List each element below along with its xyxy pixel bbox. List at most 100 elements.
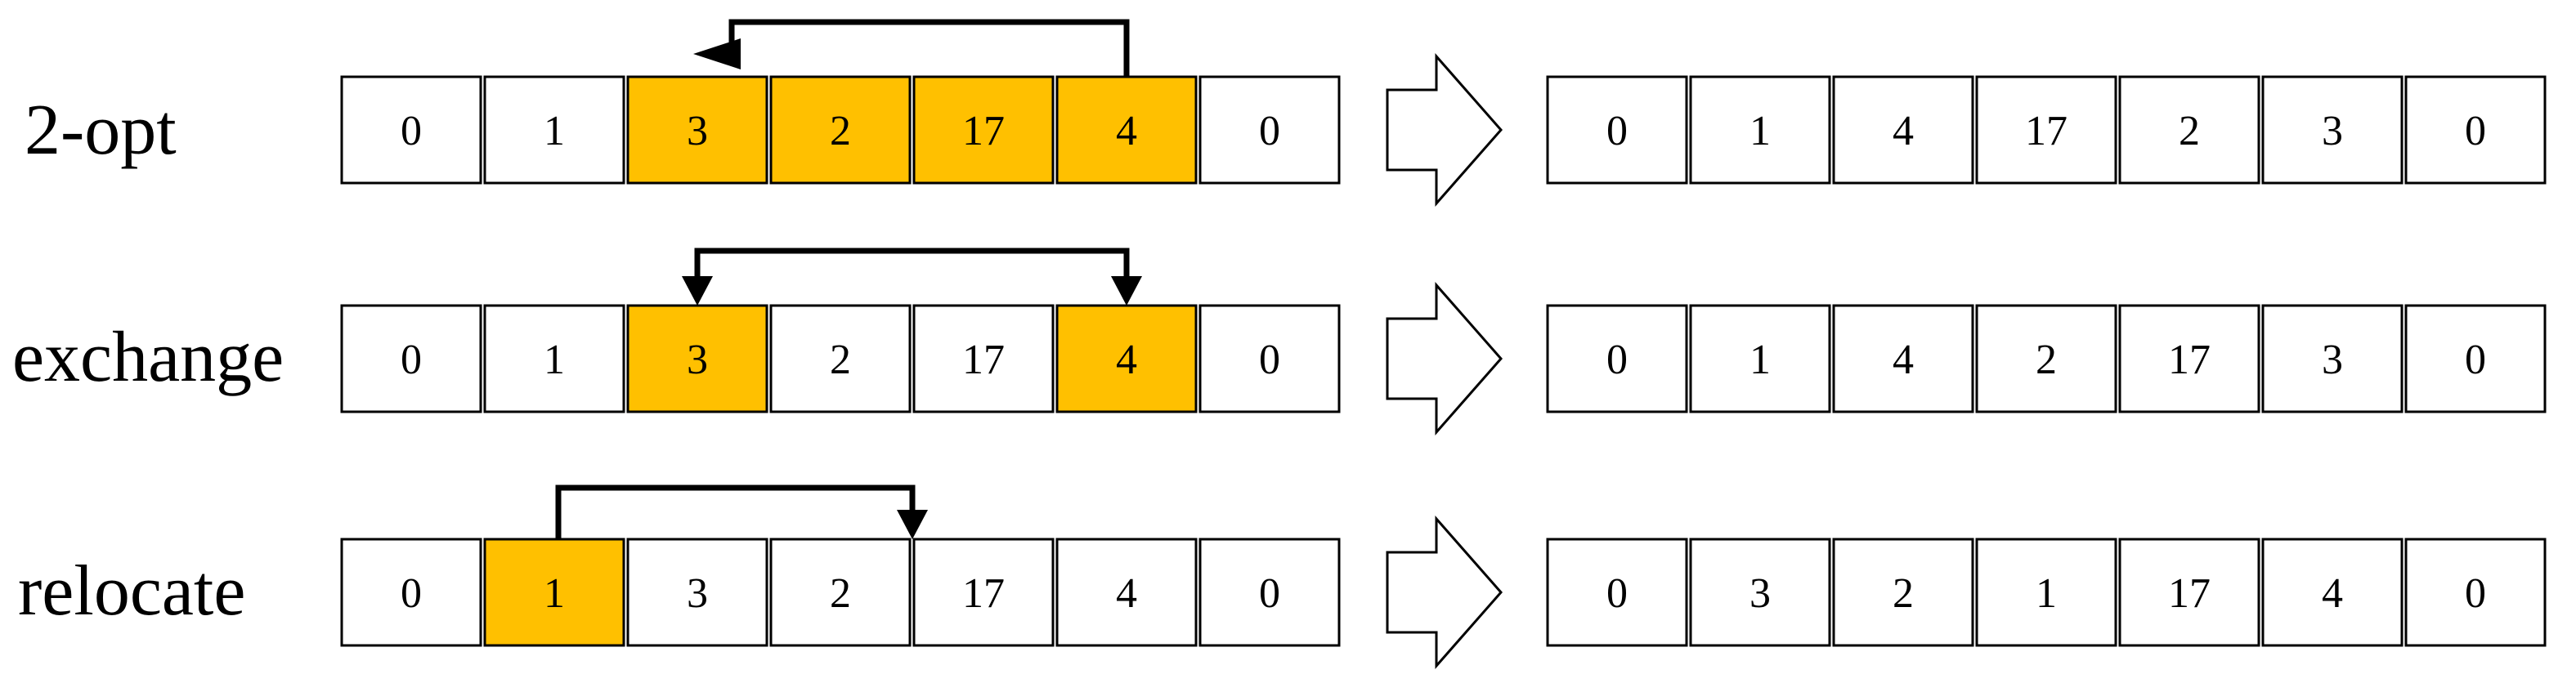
cell-value: 2: [1893, 570, 1914, 617]
sequence-cell: 3: [1689, 538, 1831, 647]
cell-box: [912, 538, 1055, 647]
cell-value: 17: [962, 570, 1005, 617]
sequence-cell: 0: [1546, 304, 1688, 413]
cell-box: [1975, 75, 2117, 185]
reverse-segment-arrow-icon: [693, 19, 1130, 77]
right-block-arrow-icon: [1386, 516, 1503, 669]
sequence-cell: 17: [912, 538, 1055, 647]
cell-box: [2404, 304, 2547, 413]
cell-box: [483, 538, 625, 647]
cell-value: 3: [687, 337, 708, 383]
sequence-cell: 0: [1198, 75, 1341, 185]
sequence-cell: 1: [1975, 538, 2117, 647]
cell-box: [340, 304, 482, 413]
cell-box: [912, 75, 1055, 185]
cell-value: 0: [1259, 570, 1280, 617]
cell-box: [1689, 304, 1831, 413]
sequence-cell: 0: [340, 304, 482, 413]
cell-value: 4: [1893, 108, 1914, 154]
sequence-cell: 2: [2118, 75, 2260, 185]
cell-value: 0: [401, 337, 422, 383]
cell-value: 1: [544, 570, 565, 617]
cell-value: 3: [687, 108, 708, 154]
cell-value: 3: [687, 570, 708, 617]
cell-box: [1975, 304, 2117, 413]
cell-box: [1546, 75, 1688, 185]
row-relocate: relocate 0 1 3 2 17 4 0 0 3 2 1 17 4 0: [18, 484, 2547, 669]
sequence-cell: 3: [626, 75, 768, 185]
cell-value: 17: [962, 108, 1005, 154]
cell-value: 3: [2322, 337, 2343, 383]
right-block-arrow-icon: [1386, 53, 1503, 207]
after-sequence-2opt: 0 1 4 17 2 3 0: [1546, 75, 2547, 185]
sequence-cell: 17: [2118, 304, 2260, 413]
sequence-cell: 1: [483, 304, 625, 413]
cell-value: 2: [830, 570, 851, 617]
cell-box: [2261, 304, 2404, 413]
sequence-cell: 1: [1689, 304, 1831, 413]
cell-value: 17: [2025, 108, 2068, 154]
cell-box: [1198, 538, 1341, 647]
sequence-cell: 0: [1546, 75, 1688, 185]
cell-box: [769, 75, 912, 185]
sequence-cell: 1: [483, 75, 625, 185]
cell-box: [1689, 538, 1831, 647]
cell-value: 17: [962, 337, 1005, 383]
cell-value: 0: [2465, 108, 2486, 154]
sequence-cell: 2: [1832, 538, 1974, 647]
sequence-cell: 0: [340, 538, 482, 647]
cell-value: 0: [1606, 337, 1628, 383]
sequence-cell: 0: [2404, 538, 2547, 647]
row-label-exchange: exchange: [12, 318, 284, 397]
cell-box: [340, 75, 482, 185]
row-exchange: exchange 0 1 3 2 17 4 0 0 1 4 2 17 3 0: [12, 248, 2547, 435]
cell-value: 0: [401, 570, 422, 617]
sequence-cell: 4: [1055, 538, 1198, 647]
cell-box: [1832, 75, 1974, 185]
cell-box: [626, 304, 768, 413]
sequence-cell: 4: [1055, 304, 1198, 413]
sequence-cell: 0: [1198, 538, 1341, 647]
cell-value: 0: [1606, 570, 1628, 617]
cell-value: 1: [544, 337, 565, 383]
right-block-arrow-icon: [1386, 282, 1503, 435]
cell-value: 1: [1749, 108, 1771, 154]
cell-box: [1198, 304, 1341, 413]
cell-value: 3: [1749, 570, 1771, 617]
cell-box: [483, 304, 625, 413]
cell-value: 0: [1259, 108, 1280, 154]
cell-value: 2: [2036, 337, 2057, 383]
cell-box: [1546, 538, 1688, 647]
cell-box: [340, 538, 482, 647]
before-sequence-relocate: 0 1 3 2 17 4 0: [340, 538, 1341, 647]
sequence-cell: 4: [2261, 538, 2404, 647]
cell-box: [483, 75, 625, 185]
cell-box: [2404, 538, 2547, 647]
before-sequence-exchange: 0 1 3 2 17 4 0: [340, 304, 1341, 413]
cell-box: [1975, 538, 2117, 647]
cell-box: [2404, 75, 2547, 185]
cell-value: 2: [2179, 108, 2200, 154]
cell-box: [626, 75, 768, 185]
cell-value: 0: [2465, 570, 2486, 617]
cell-box: [1832, 304, 1974, 413]
row-2opt: 2-opt 0 1 3 2 17 4 0 0 1 4 17 2 3 0: [25, 19, 2547, 207]
sequence-cell: 3: [2261, 75, 2404, 185]
cell-box: [1832, 538, 1974, 647]
cell-value: 1: [1749, 337, 1771, 383]
cell-value: 4: [1116, 108, 1137, 154]
cell-value: 0: [2465, 337, 2486, 383]
cell-value: 4: [1893, 337, 1914, 383]
cell-box: [1198, 75, 1341, 185]
cell-value: 17: [2168, 570, 2211, 617]
cell-box: [1055, 538, 1198, 647]
swap-bracket-arrow-icon: [682, 248, 1142, 306]
sequence-cell: 3: [626, 304, 768, 413]
relocate-bracket-arrow-icon: [555, 484, 928, 539]
sequence-cell: 0: [340, 75, 482, 185]
cell-box: [2118, 75, 2260, 185]
sequence-cell: 3: [2261, 304, 2404, 413]
sequence-cell: 4: [1832, 75, 1974, 185]
cell-box: [626, 538, 768, 647]
